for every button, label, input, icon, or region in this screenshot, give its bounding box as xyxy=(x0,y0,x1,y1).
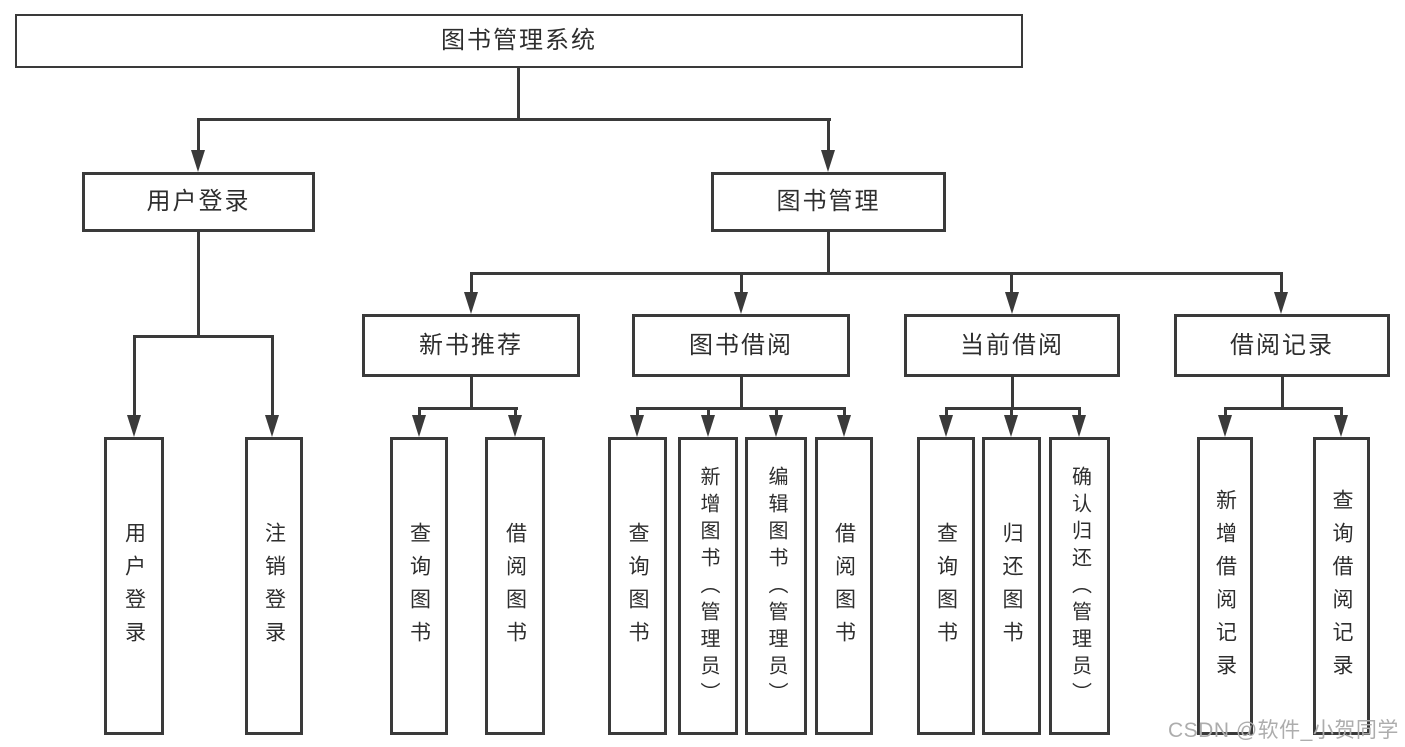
node-leaf-borrow-books: 借阅图书 xyxy=(815,437,873,735)
arrow-down-icon xyxy=(191,150,205,172)
connector-line xyxy=(1340,407,1343,419)
connector-line xyxy=(197,118,200,154)
arrow-down-icon xyxy=(1004,415,1018,437)
connector-line xyxy=(418,407,518,410)
connector-line xyxy=(470,377,473,409)
connector-line xyxy=(470,272,473,297)
connector-line xyxy=(1010,272,1013,297)
node-leaf-add-borrow-record: 新增借阅记录 xyxy=(1197,437,1253,735)
node-leaf-logout: 注销登录 xyxy=(245,437,303,735)
node-library-management-system: 图书管理系统 xyxy=(15,14,1023,68)
node-leaf-add-books-admin: 新增图书（管理员） xyxy=(678,437,738,735)
arrow-down-icon xyxy=(734,292,748,314)
connector-line xyxy=(636,407,639,419)
connector-line xyxy=(1224,407,1343,410)
connector-line xyxy=(514,407,517,419)
arrow-down-icon xyxy=(630,415,644,437)
node-leaf-return-books: 归还图书 xyxy=(982,437,1041,735)
node-leaf-query-borrow-record: 查询借阅记录 xyxy=(1313,437,1370,735)
connector-line xyxy=(740,377,743,409)
csdn-watermark: CSDN @软件_小贺同学 xyxy=(1168,719,1399,742)
connector-line xyxy=(775,407,778,419)
arrow-down-icon xyxy=(1334,415,1348,437)
node-borrow-records: 借阅记录 xyxy=(1174,314,1390,377)
connector-line xyxy=(707,407,710,419)
connector-line xyxy=(418,407,421,419)
connector-line xyxy=(945,407,1081,410)
connector-line xyxy=(1224,407,1227,419)
connector-line xyxy=(827,232,830,274)
connector-line xyxy=(740,272,743,297)
node-book-borrow: 图书借阅 xyxy=(632,314,850,377)
connector-line xyxy=(827,118,830,154)
arrow-down-icon xyxy=(127,415,141,437)
node-leaf-edit-books-admin: 编辑图书（管理员） xyxy=(745,437,807,735)
arrow-down-icon xyxy=(939,415,953,437)
connector-line xyxy=(1078,407,1081,419)
node-user-login: 用户登录 xyxy=(82,172,315,232)
arrow-down-icon xyxy=(508,415,522,437)
arrow-down-icon xyxy=(464,292,478,314)
connector-line xyxy=(133,335,274,338)
arrow-down-icon xyxy=(412,415,426,437)
node-leaf-confirm-return-admin: 确认归还（管理员） xyxy=(1049,437,1110,735)
node-leaf-query-books-current: 查询图书 xyxy=(917,437,975,735)
connector-line xyxy=(133,335,136,419)
arrow-down-icon xyxy=(265,415,279,437)
connector-line xyxy=(1011,377,1014,409)
arrow-down-icon xyxy=(769,415,783,437)
connector-line xyxy=(197,232,200,337)
connector-line xyxy=(1280,272,1283,297)
connector-line xyxy=(1281,377,1284,409)
connector-line xyxy=(843,407,846,419)
connector-line xyxy=(470,272,1283,275)
node-leaf-borrow-books-recommend: 借阅图书 xyxy=(485,437,545,735)
arrow-down-icon xyxy=(1218,415,1232,437)
connector-line xyxy=(517,68,520,120)
arrow-down-icon xyxy=(837,415,851,437)
connector-line xyxy=(1010,407,1013,419)
connector-line xyxy=(197,118,831,121)
node-current-borrow: 当前借阅 xyxy=(904,314,1120,377)
connector-line xyxy=(636,407,846,410)
node-book-management: 图书管理 xyxy=(711,172,946,232)
arrow-down-icon xyxy=(701,415,715,437)
arrow-down-icon xyxy=(1274,292,1288,314)
arrow-down-icon xyxy=(1072,415,1086,437)
node-leaf-query-books-borrow: 查询图书 xyxy=(608,437,667,735)
connector-line xyxy=(945,407,948,419)
arrow-down-icon xyxy=(821,150,835,172)
node-leaf-query-books-recommend: 查询图书 xyxy=(390,437,448,735)
arrow-down-icon xyxy=(1005,292,1019,314)
node-new-book-recommend: 新书推荐 xyxy=(362,314,580,377)
connector-line xyxy=(271,335,274,419)
node-leaf-user-login: 用户登录 xyxy=(104,437,164,735)
